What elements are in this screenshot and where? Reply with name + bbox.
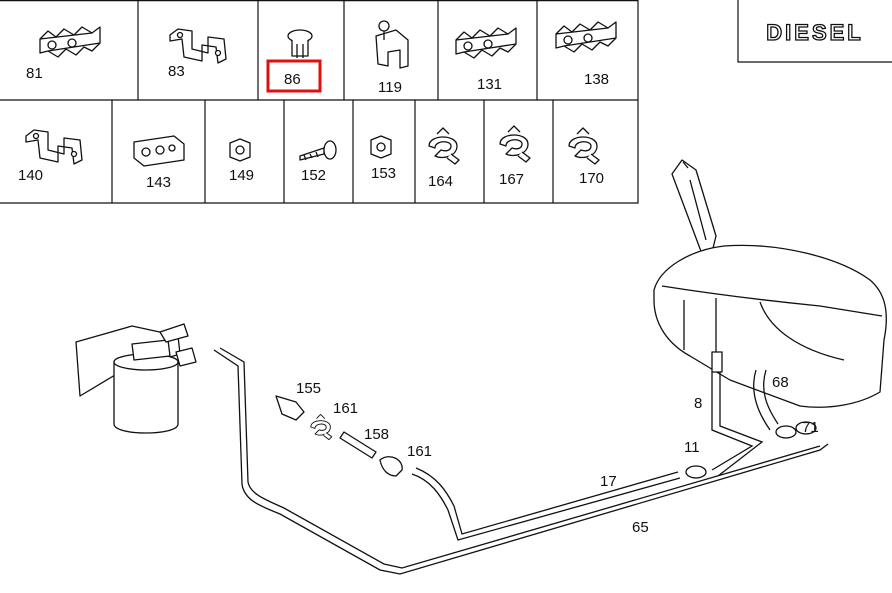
fuel-tank [653, 159, 887, 408]
parts-catalog-grid [0, 0, 639, 204]
catalog-cell-167[interactable]: 167 [499, 125, 531, 188]
part-label-83: 83 [168, 63, 185, 80]
callout-161b: 161 [407, 443, 432, 460]
callout-71: 71 [802, 419, 819, 436]
fuel-pump-155 [275, 395, 305, 421]
part-label-164: 164 [428, 173, 453, 190]
rubber-block-icon [555, 21, 617, 53]
callouts: 155 161 158 161 17 65 11 8 68 71 [296, 374, 819, 536]
callout-161a: 161 [333, 400, 358, 417]
catalog-cell-83[interactable]: 83 [168, 28, 227, 80]
tube-158 [339, 431, 377, 459]
callout-17: 17 [600, 473, 617, 490]
catalog-cell-81[interactable]: 81 [26, 26, 101, 82]
part-label-167: 167 [499, 171, 524, 188]
catalog-cell-152[interactable]: 152 [299, 140, 337, 184]
catalog-cell-149[interactable]: 149 [229, 138, 254, 184]
clamp-11 [685, 465, 707, 479]
part-label-131: 131 [477, 76, 502, 93]
grommet-icon [133, 135, 185, 167]
part-label-119: 119 [378, 79, 402, 96]
holder-icon [375, 20, 409, 69]
hose-clamp-icon [568, 127, 600, 165]
part-label-170: 170 [579, 170, 604, 187]
nut-icon [229, 138, 251, 162]
bracket-icon [25, 129, 83, 165]
part-label-153: 153 [371, 165, 396, 182]
catalog-cell-170[interactable]: 170 [568, 127, 604, 187]
diesel-badge: DIESEL [737, 0, 892, 63]
bracket-icon [169, 28, 227, 64]
catalog-cell-143[interactable]: 143 [133, 135, 185, 191]
fuel-filter [75, 323, 197, 434]
part-label-138: 138 [584, 71, 609, 88]
clip-icon [287, 29, 313, 59]
part-label-149: 149 [229, 167, 254, 184]
screw-icon [299, 140, 337, 161]
clamp-161a [310, 413, 333, 441]
diesel-label: DIESEL [766, 20, 863, 45]
pipe-65 [213, 347, 829, 575]
catalog-cell-138[interactable]: 138 [555, 21, 617, 88]
part-label-143: 143 [146, 174, 171, 191]
callout-65: 65 [632, 519, 649, 536]
callout-158: 158 [364, 426, 389, 443]
hose-8 [711, 351, 764, 477]
hose-68 [753, 369, 779, 431]
catalog-cell-164[interactable]: 164 [428, 127, 460, 190]
callout-8: 8 [694, 395, 702, 412]
catalog-cell-140[interactable]: 140 [18, 129, 83, 184]
part-label-86: 86 [284, 71, 301, 88]
callout-155: 155 [296, 380, 321, 397]
callout-11: 11 [684, 439, 700, 456]
nut-icon [370, 135, 392, 159]
rubber-block-icon [39, 26, 101, 58]
part-label-81: 81 [26, 65, 43, 82]
callout-68: 68 [772, 374, 789, 391]
pipe-17 [411, 467, 681, 541]
part-label-140: 140 [18, 167, 43, 184]
highlight-frame [266, 59, 322, 93]
clamp-71 [775, 421, 817, 439]
part-label-152: 152 [301, 167, 326, 184]
rubber-block-icon [455, 27, 517, 59]
catalog-cell-119[interactable]: 119 [375, 20, 409, 96]
catalog-cell-86[interactable]: 86 [266, 29, 322, 93]
hose-clamp-icon [499, 125, 531, 163]
catalog-cell-153[interactable]: 153 [370, 135, 396, 182]
clamp-161b [379, 456, 403, 477]
hose-clamp-icon [428, 127, 460, 165]
catalog-cell-131[interactable]: 131 [455, 27, 517, 93]
